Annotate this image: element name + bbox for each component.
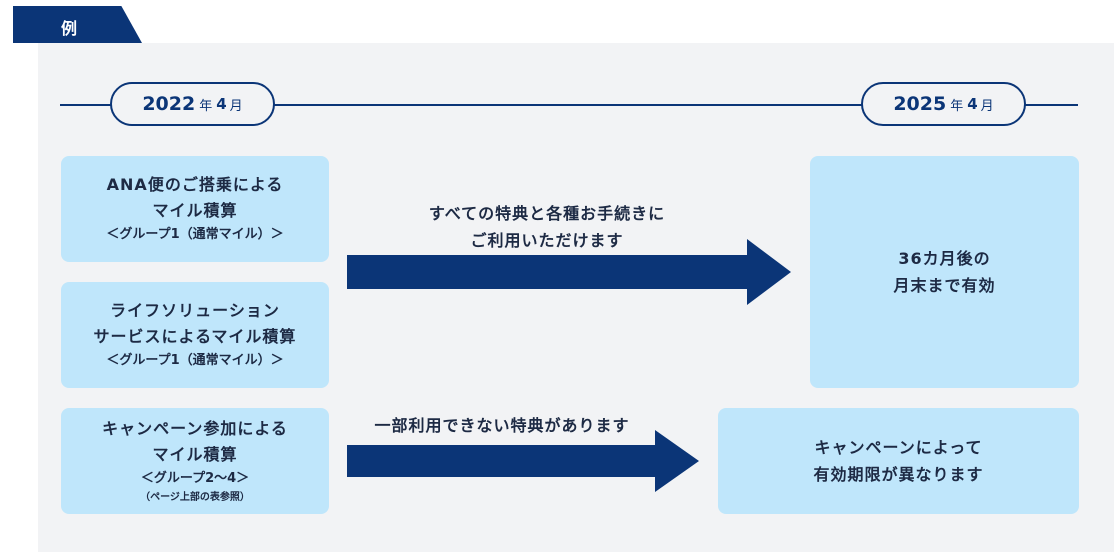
- box-text: キャンペーンによって: [814, 438, 983, 457]
- arrow-right-icon: [347, 239, 791, 305]
- end-date-pill: 2025 年 4 月: [861, 82, 1026, 126]
- timeline-line: [60, 104, 1078, 106]
- example-tab-label: 例: [61, 19, 78, 38]
- arrow-caption-some-benefits: 一部利用できない特典があります: [347, 412, 657, 439]
- start-date-pill: 2022 年 4 月: [110, 82, 275, 126]
- box-reference-note: （ページ上部の表参照）: [140, 492, 250, 503]
- box-text: マイル積算: [152, 201, 238, 220]
- life-solution-mileage-box: ライフソリューション サービスによるマイル積算 ＜グループ1（通常マイル）＞: [61, 282, 329, 388]
- box-text: ANA便のご搭乗による: [106, 175, 284, 194]
- box-text: 月末まで有効: [893, 276, 996, 295]
- validity-36-months-box: 36カ月後の 月末まで有効: [810, 156, 1079, 388]
- ana-flight-mileage-box: ANA便のご搭乗による マイル積算 ＜グループ1（通常マイル）＞: [61, 156, 329, 262]
- box-text: ライフソリューション: [110, 301, 280, 320]
- box-text: 有効期限が異なります: [813, 465, 984, 484]
- caption-line: ご利用いただけます: [470, 231, 624, 250]
- end-year: 2025: [893, 93, 947, 115]
- start-year: 2022: [142, 93, 196, 115]
- example-tab: 例: [13, 6, 142, 43]
- end-year-unit: 年: [950, 98, 964, 114]
- box-text: サービスによるマイル積算: [93, 327, 297, 346]
- campaign-mileage-box: キャンペーン参加による マイル積算 ＜グループ2～4＞ （ページ上部の表参照）: [61, 408, 329, 514]
- start-month: 4: [216, 95, 227, 113]
- box-group-note: ＜グループ1（通常マイル）＞: [106, 353, 284, 368]
- arrow-right-icon: [347, 430, 699, 492]
- start-month-unit: 月: [229, 98, 243, 114]
- arrow-caption-all-benefits: すべての特典と各種お手続きに ご利用いただけます: [347, 200, 747, 254]
- box-text: キャンペーン参加による: [102, 419, 288, 438]
- box-text: マイル積算: [152, 445, 238, 464]
- start-year-unit: 年: [199, 98, 213, 114]
- end-month: 4: [967, 95, 978, 113]
- caption-line: すべての特典と各種お手続きに: [428, 204, 666, 223]
- box-group-note: ＜グループ1（通常マイル）＞: [106, 227, 284, 242]
- campaign-validity-box: キャンペーンによって 有効期限が異なります: [718, 408, 1079, 514]
- box-text: 36カ月後の: [898, 249, 991, 268]
- caption-line: 一部利用できない特典があります: [374, 416, 630, 435]
- end-month-unit: 月: [980, 98, 994, 114]
- box-group-note: ＜グループ2～4＞: [140, 471, 250, 486]
